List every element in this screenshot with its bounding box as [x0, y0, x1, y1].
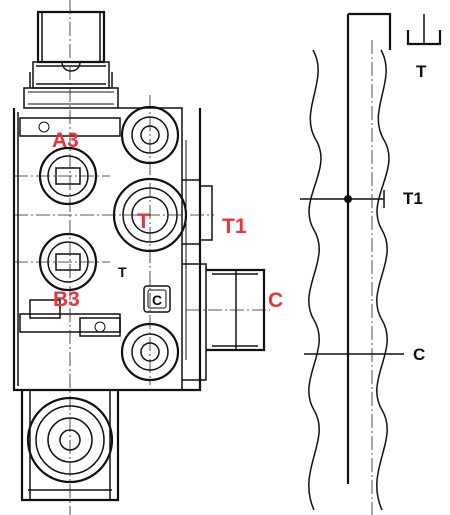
top-cap [23, 10, 119, 109]
label-b3: B3 [53, 288, 80, 311]
hydraulic-schematic [300, 12, 442, 515]
bottom-plug-left [29, 121, 121, 337]
label-t-center: T [137, 210, 150, 233]
center-lines [14, 0, 270, 515]
schematic-label-t: T [416, 62, 427, 81]
stamp-c: C [152, 292, 162, 308]
c-stamp-box [143, 285, 171, 313]
label-a3: A3 [52, 129, 79, 152]
schematic-label-t1: T1 [403, 189, 423, 208]
label-c: C [268, 289, 283, 312]
valve-section-drawing [12, 0, 270, 515]
schematic-label-c: C [413, 345, 425, 364]
label-t1: T1 [222, 215, 247, 238]
stamp-t: T [118, 264, 127, 280]
